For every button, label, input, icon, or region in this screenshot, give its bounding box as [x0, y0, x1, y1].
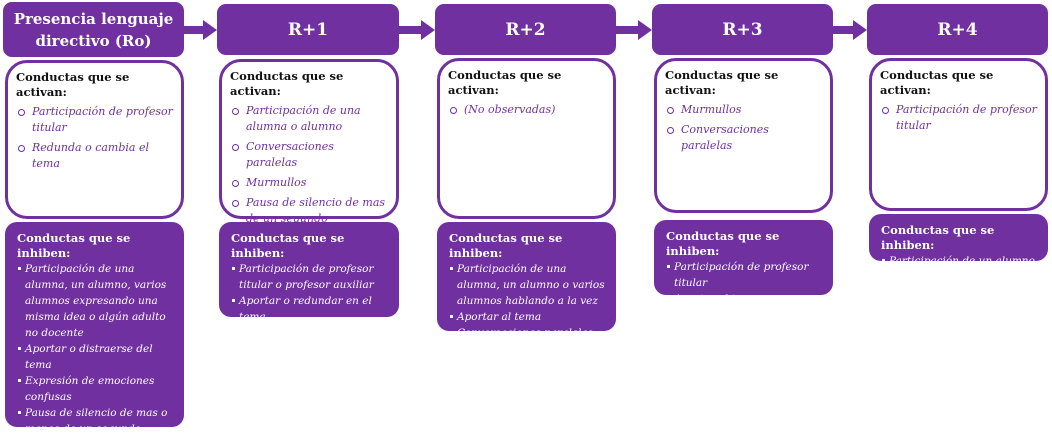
activated-list: Participación de profesor titular — [880, 102, 1037, 134]
inhibited-item: Participación de profesor titular — [666, 259, 823, 291]
activated-title: Conductas que se activan: — [230, 69, 344, 98]
arrow-right-icon — [833, 20, 867, 40]
inhibited-list: Participación de una alumna, un alumno o… — [449, 261, 606, 341]
inhibited-title: Conductas que se inhiben: — [231, 231, 345, 260]
inhibited-item: Aportar al tema — [449, 309, 606, 325]
activated-item: Pausa de silencio de mas de un segundo — [230, 195, 388, 227]
inhibited-title: Conductas que se inhiben: — [666, 229, 780, 258]
activated-item: Conversaciones paralelas — [230, 139, 388, 171]
activated-list: (No observadas) — [448, 102, 605, 118]
inhibited-title: Conductas que se inhiben: — [449, 231, 563, 260]
inhibited-item: Participación de una alumna, un alumno, … — [17, 261, 174, 341]
activated-item: Participación de profesor titular — [16, 104, 173, 136]
inhibited-list: Participación de una alumna, un alumno, … — [17, 261, 174, 437]
inhibited-item: Aportar o redundar en el tema — [231, 293, 389, 325]
stage-header: R+1 — [217, 4, 399, 55]
activated-item: Participación de profesor titular — [880, 102, 1037, 134]
inhibited-item: Aportar al tema — [666, 291, 823, 307]
inhibited-item: Aportar o distraerse del tema — [17, 341, 174, 373]
arrow-right-icon — [616, 20, 652, 40]
activated-item: (No observadas) — [448, 102, 605, 118]
inhibited-behaviors-box: Conductas que se inhiben:Participación d… — [219, 222, 399, 323]
inhibited-behaviors-box: Conductas que se inhiben:Participación d… — [5, 222, 184, 435]
activated-item: Murmullos — [665, 102, 822, 118]
inhibited-title: Conductas que se inhiben: — [17, 231, 131, 260]
inhibited-list: Participación de profesor titular o prof… — [231, 261, 389, 325]
inhibited-list: Participación de un alumno — [881, 253, 1038, 269]
arrow-right-icon — [184, 20, 217, 40]
stage-header: R+2 — [435, 4, 616, 55]
inhibited-item: Participación de profesor titular o prof… — [231, 261, 389, 293]
stage-header: R+4 — [867, 4, 1048, 55]
activated-title: Conductas que se activan: — [448, 68, 562, 97]
inhibited-title: Conductas que se inhiben: — [881, 223, 995, 252]
activated-item: Murmullos — [230, 175, 388, 191]
arrow-right-icon — [399, 20, 435, 40]
inhibited-item: Pausa de silencio de mas o menos de un s… — [17, 405, 174, 437]
activated-title: Conductas que se activan: — [16, 70, 130, 99]
stage-header: Presencia lenguaje directivo (Ro) — [3, 2, 184, 57]
activated-item: Conversaciones paralelas — [665, 122, 822, 154]
activated-behaviors-box: Conductas que se activan: (No observadas) — [437, 58, 616, 219]
stage-header: R+3 — [652, 4, 833, 55]
activated-item: Redunda o cambia el tema — [16, 140, 173, 172]
inhibited-behaviors-box: Conductas que se inhiben:Participación d… — [654, 220, 833, 305]
activated-behaviors-box: Conductas que se activan: Participación d… — [219, 59, 399, 225]
inhibited-item: Conversaciones paralelas — [449, 325, 606, 341]
activated-behaviors-box: Conductas que se activan: Participación d… — [869, 58, 1048, 211]
inhibited-item: Expresión de emociones confusas — [17, 373, 174, 405]
inhibited-item: Participación de un alumno — [881, 253, 1038, 269]
inhibited-behaviors-box: Conductas que se inhiben:Participación d… — [437, 222, 616, 339]
activated-title: Conductas que se activan: — [665, 68, 779, 97]
inhibited-item: Participación de una alumna, un alumno o… — [449, 261, 606, 309]
activated-item: Participación de una alumna o alumno — [230, 103, 388, 135]
activated-title: Conductas que se activan: — [880, 68, 994, 97]
activated-behaviors-box: Conductas que se activan: Participación d… — [5, 60, 184, 219]
inhibited-behaviors-box: Conductas que se inhiben:Participación d… — [869, 214, 1048, 267]
